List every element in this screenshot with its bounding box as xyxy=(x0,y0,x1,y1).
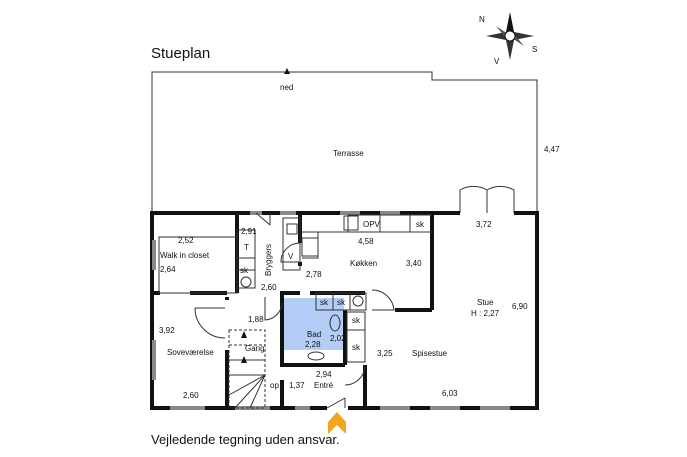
washbasin-icon xyxy=(307,351,325,361)
kitchen-opv: OPV xyxy=(363,220,381,229)
compass-icon: N S V xyxy=(479,12,537,66)
terrace-label: Terrasse xyxy=(333,149,364,158)
entry-height: 1,37 xyxy=(289,381,305,390)
page-title: Stueplan xyxy=(151,45,211,62)
cabinet-label: sk xyxy=(337,298,346,307)
bath-label: Bad xyxy=(307,330,321,339)
living-width: 3,72 xyxy=(476,220,492,229)
cabinet-label: sk xyxy=(352,316,361,325)
walk-in-height: 2,64 xyxy=(160,265,176,274)
kitchen-label: Køkken xyxy=(350,259,377,268)
dining-label: Spisestue xyxy=(412,349,448,358)
dining-width: 3,25 xyxy=(377,349,393,358)
living-label: Stue xyxy=(477,298,494,307)
kitchen-sink-icon xyxy=(343,215,359,231)
hall-label: Gang xyxy=(245,344,265,353)
compass-north: N xyxy=(479,15,485,24)
terrace-door xyxy=(459,185,515,213)
living-bottom-width: 6,03 xyxy=(442,389,458,398)
stairs-arrow-icon xyxy=(284,68,290,74)
bath-floor xyxy=(284,298,344,350)
hall-width: 1,88 xyxy=(248,315,264,324)
terrace-depth: 4,47 xyxy=(544,145,560,154)
entrance-arrow-icon xyxy=(328,412,346,434)
boiler-icon xyxy=(240,276,252,288)
fixtures xyxy=(158,214,432,409)
stove-icon xyxy=(301,237,319,257)
entry-width: 2,94 xyxy=(316,370,332,379)
entry-label: Entré xyxy=(314,381,334,390)
ceiling-height: H : 2,27 xyxy=(471,309,500,318)
kitchen-height: 3,40 xyxy=(406,259,422,268)
bath-width: 2,28 xyxy=(305,340,321,349)
walk-in-width: 2,52 xyxy=(178,236,194,245)
bath-height: 2,02 xyxy=(330,334,346,343)
living-height: 6,90 xyxy=(512,302,528,311)
cabinet-label: sk xyxy=(320,298,329,307)
room-labels: 2,52 Walk in closet 2,64 3,92 Soveværels… xyxy=(159,220,528,400)
cabinet-label: sk xyxy=(352,343,361,352)
stairs-up-label: op xyxy=(270,381,279,390)
disclaimer: Vejledende tegning uden ansvar. xyxy=(151,432,340,447)
toilet-icon xyxy=(329,314,341,332)
utility-height: 2,60 xyxy=(261,283,277,292)
kitchen-sk: sk xyxy=(416,220,425,229)
bedroom-width: 2,60 xyxy=(183,391,199,400)
staircase xyxy=(228,329,266,409)
sink-icon xyxy=(286,223,298,235)
compass-west: V xyxy=(494,57,500,66)
kitchen-width: 4,58 xyxy=(358,237,374,246)
compass-south: S xyxy=(532,45,537,54)
bedroom-label: Soveværelse xyxy=(167,348,214,357)
stairs-label: ned xyxy=(280,83,293,92)
kitchen-depth: 2,78 xyxy=(306,270,322,279)
utility-t: T xyxy=(244,243,249,252)
utility-width: 2,91 xyxy=(241,227,257,236)
doors xyxy=(194,212,395,409)
utility-v: V xyxy=(288,252,294,261)
walk-in-label: Walk in closet xyxy=(160,251,210,260)
terrace: ned Terrasse 4,47 xyxy=(151,68,560,213)
heat-pump-icon xyxy=(352,295,364,307)
utility-label: Bryggers xyxy=(264,244,273,276)
bedroom-height: 3,92 xyxy=(159,326,175,335)
utility-sk: sk xyxy=(240,266,249,275)
terrace-outline xyxy=(151,71,538,213)
